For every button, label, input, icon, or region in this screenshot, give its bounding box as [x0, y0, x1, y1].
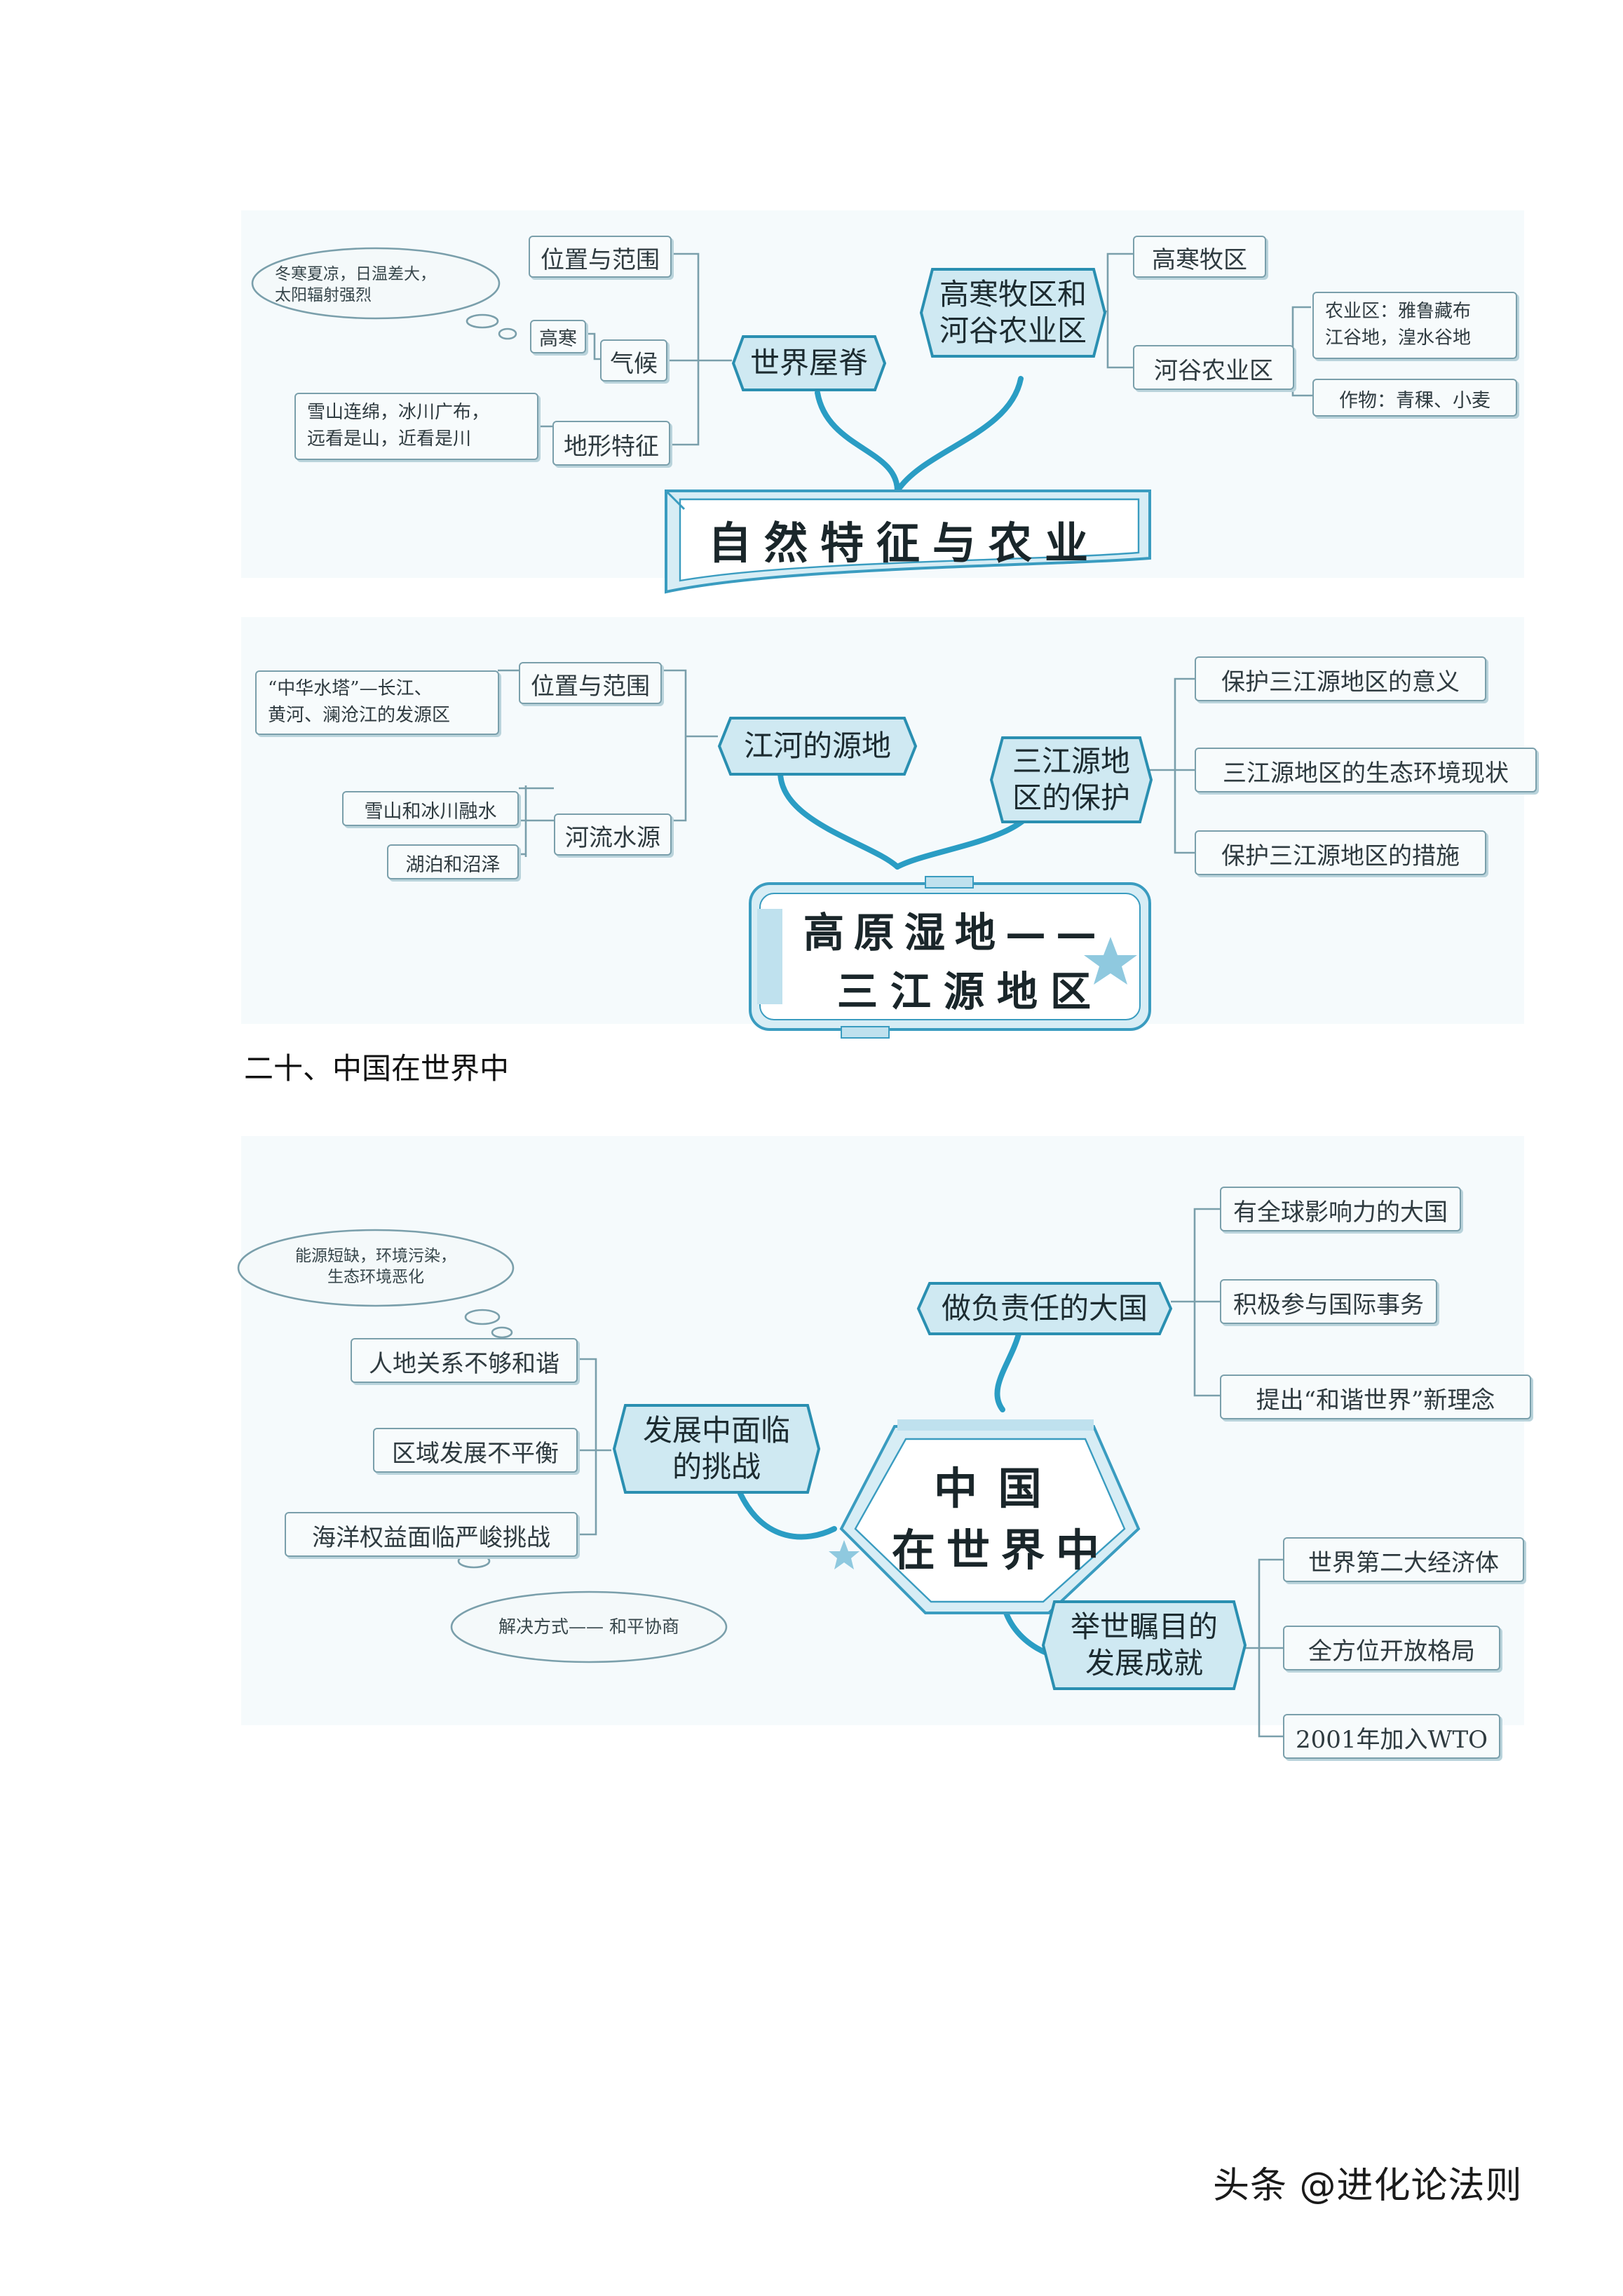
s3-node-responsible: 做负责任的大国: [916, 1281, 1173, 1337]
s3-item-wto: 2001年加入WTO: [1283, 1714, 1500, 1759]
s3-node-achievements: 举世瞩目的 发展成就: [1040, 1599, 1248, 1691]
s3-node-responsible-label: 做负责任的大国: [942, 1292, 1148, 1325]
s1-farm-area-line1: 农业区：雅鲁藏布: [1325, 302, 1472, 323]
s3-node-challenges-line2: 的挑战: [672, 1450, 761, 1484]
s2-location-note-line1: “中华水塔”—长江、: [268, 679, 433, 700]
s3-item-economy: 世界第二大经济体: [1283, 1537, 1524, 1582]
s2-title-line1: 高原湿地——: [803, 909, 1107, 957]
s1-item-valley-farming: 河谷农业区: [1133, 345, 1294, 390]
s1-climate-note: 冬寒夏凉，日温差大， 太阳辐射强烈: [275, 264, 477, 306]
s3-note-top: 能源短缺，环境污染， 生态环境恶化: [272, 1245, 480, 1288]
s3-node-achievements-line1: 举世瞩目的: [1071, 1610, 1218, 1644]
node-shape: [1041, 1600, 1247, 1690]
s2-water-source-lakes: 湖泊和沼泽: [387, 844, 519, 879]
s2-node-protection-line2: 区的保护: [1012, 781, 1130, 815]
s2-node-river-source-label: 江河的源地: [744, 729, 891, 763]
s2-item-location: 位置与范围: [519, 662, 662, 704]
s2-node-river-source: 江河的源地: [717, 715, 918, 777]
s3-node-challenges: 发展中面临 的挑战: [611, 1403, 822, 1495]
s2-item-measures: 保护三江源地区的措施: [1195, 830, 1486, 875]
node-shape: [731, 335, 887, 391]
s1-terrain-note-line1: 雪山连绵，冰川广布，: [307, 403, 490, 424]
s1-title: 自然特征与农业: [708, 519, 1101, 569]
s1-item-alpine-pasture: 高寒牧区: [1133, 236, 1266, 278]
s1-terrain-note: 雪山连绵，冰川广布， 远看是山，近看是川: [294, 393, 538, 460]
s3-note-top-line1: 能源短缺，环境污染，: [295, 1245, 456, 1265]
s1-item-terrain: 地形特征: [552, 421, 670, 466]
s2-location-note-line2: 黄河、澜沧江的发源区: [268, 705, 451, 727]
s3-item-maritime: 海洋权益面临严峻挑战: [285, 1512, 578, 1557]
s2-item-significance: 保护三江源地区的意义: [1195, 656, 1486, 701]
s2-item-river-sources: 河流水源: [554, 813, 672, 856]
s3-note-bottom: 解决方式—— 和平协商: [498, 1616, 679, 1637]
s3-item-regional: 区域发展不平衡: [373, 1428, 578, 1473]
node-shape: [919, 268, 1107, 358]
s2-water-source-snow: 雪山和冰川融水: [342, 791, 519, 826]
s3-item-affairs: 积极参与国际事务: [1220, 1279, 1437, 1324]
s2-node-protection: 三江源地 区的保护: [989, 735, 1154, 825]
s1-node-pasture-farming: 高寒牧区和 河谷农业区: [918, 266, 1108, 359]
watermark: 头条 @进化论法则: [1213, 2166, 1523, 2208]
s3-node-challenges-line1: 发展中面临: [643, 1414, 790, 1447]
s3-title-line2: 在世界中: [892, 1526, 1111, 1576]
s1-item-climate: 气候: [600, 339, 667, 381]
s1-farm-area-line2: 江谷地，湟水谷地: [1325, 328, 1472, 349]
s1-node-roof-of-world: 世界屋脊: [731, 334, 887, 393]
s3-item-opening: 全方位开放格局: [1283, 1626, 1500, 1670]
s1-node-pasture-line1: 高寒牧区和: [939, 278, 1087, 311]
s3-node-achievements-line2: 发展成就: [1085, 1647, 1203, 1680]
node-shape: [717, 717, 918, 776]
s3-title-line1: 中 国: [934, 1464, 1045, 1515]
s1-crops-note: 作物：青稞、小麦: [1312, 379, 1517, 417]
s3-note-top-line2: 生态环境恶化: [327, 1267, 424, 1286]
s1-climate-note-line1: 冬寒夏凉，日温差大，: [275, 264, 436, 283]
s1-item-location: 位置与范围: [529, 236, 672, 278]
s2-item-status: 三江源地区的生态环境现状: [1195, 748, 1537, 792]
s1-farm-area-note: 农业区：雅鲁藏布 江谷地，湟水谷地: [1312, 292, 1517, 359]
s3-item-influence: 有全球影响力的大国: [1220, 1187, 1461, 1231]
s1-terrain-note-line2: 远看是山，近看是川: [307, 429, 472, 450]
node-shape: [612, 1404, 821, 1494]
s1-node-pasture-line2: 河谷农业区: [939, 314, 1087, 348]
s1-climate-note-line2: 太阳辐射强烈: [275, 285, 372, 304]
section-heading: 二十、中国在世界中: [244, 1052, 509, 1086]
node-shape: [916, 1282, 1173, 1335]
node-shape: [989, 736, 1153, 823]
s2-title-line2: 三江源地区: [837, 968, 1104, 1015]
s2-location-note: “中华水塔”—长江、 黄河、澜沧江的发源区: [255, 670, 499, 735]
s2-node-protection-line1: 三江源地: [1012, 745, 1130, 778]
s3-item-harmony: 提出“和谐世界”新理念: [1220, 1375, 1531, 1419]
s1-climate-sub-cold: 高寒: [530, 320, 586, 353]
s1-node-roof-label: 世界屋脊: [750, 346, 868, 380]
s3-item-human-land: 人地关系不够和谐: [351, 1338, 578, 1383]
